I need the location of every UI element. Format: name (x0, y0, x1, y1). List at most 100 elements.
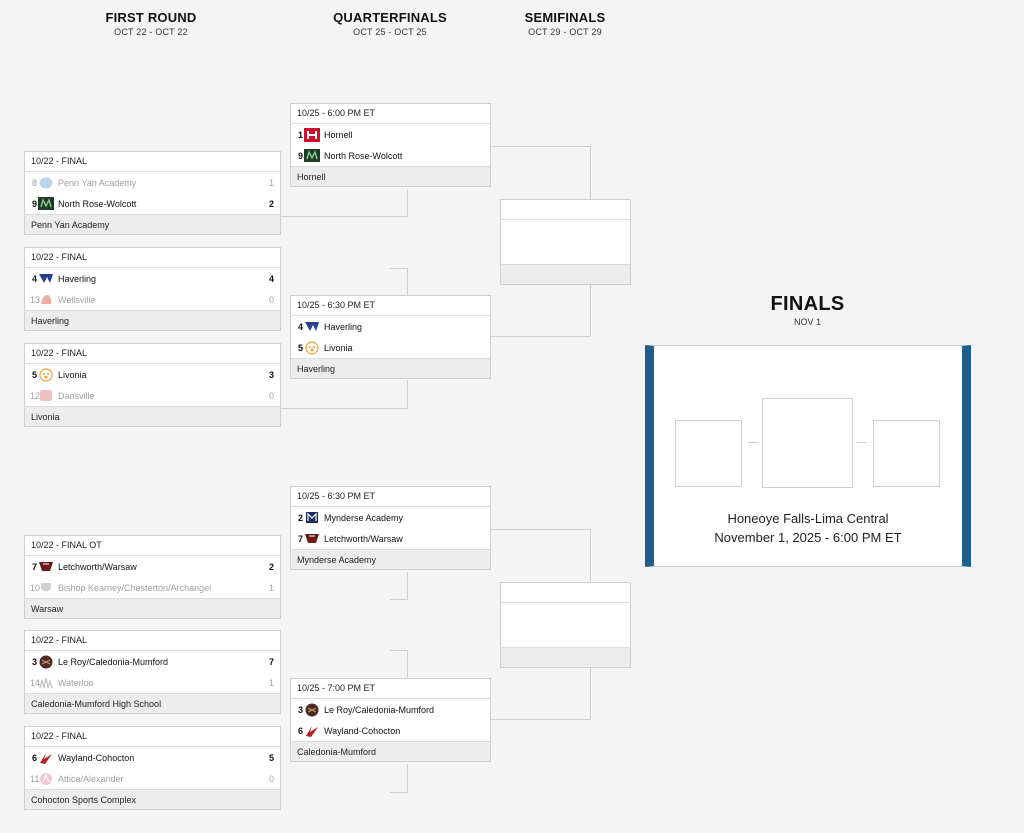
letchworth-warsaw-logo-icon (304, 532, 320, 546)
first-round-match-2[interactable]: 10/22 - FINAL 4 Haverling 4 13 Wellsvill… (24, 247, 281, 331)
team-row[interactable]: 5 Livonia 3 (25, 364, 280, 385)
first-round-match-6[interactable]: 10/22 - FINAL 6 Wayland-Cohocton 5 11 At… (24, 726, 281, 810)
team-name: Hornell (324, 129, 353, 140)
team-row[interactable]: 2 Mynderse Academy (291, 507, 490, 528)
team-row[interactable]: 3 Le Roy/Caledonia-Mumford (291, 699, 490, 720)
north-rose-wolcott-logo-icon (304, 149, 320, 163)
attica-alexander-logo-icon (38, 772, 54, 786)
team-row[interactable]: 11 Attica/Alexander 0 (25, 768, 280, 789)
team-name: Livonia (324, 342, 353, 353)
team-row[interactable]: 6 Wayland-Cohocton 5 (25, 747, 280, 768)
team-row[interactable]: 9 North Rose-Wolcott 2 (25, 193, 280, 214)
connector-line (281, 408, 408, 409)
quarterfinal-match-3[interactable]: 10/25 - 6:30 PM ET 2 Mynderse Academy 7 … (290, 486, 491, 570)
team-row[interactable]: 10 Bishop Kearney/Chesterton/Archangel 1 (25, 577, 280, 598)
team-row[interactable]: 3 Le Roy/Caledonia-Mumford 7 (25, 651, 280, 672)
team-row[interactable]: 12 Dansville 0 (25, 385, 280, 406)
team-row[interactable]: 4 Haverling (291, 316, 490, 337)
quarterfinal-match-2[interactable]: 10/25 - 6:30 PM ET 4 Haverling 5 Livonia… (290, 295, 491, 379)
seed: 9 (297, 150, 303, 161)
first-round-match-1[interactable]: 10/22 - FINAL 8 Penn Yan Academy 1 9 Nor… (24, 151, 281, 235)
letchworth-warsaw-logo-icon (38, 560, 54, 574)
team-score: 0 (268, 390, 274, 401)
finals-center-slot (762, 398, 853, 488)
seed: 3 (31, 656, 37, 667)
match-venue: Penn Yan Academy (25, 214, 280, 234)
round-name: FIRST ROUND (105, 10, 197, 25)
seed: 4 (297, 321, 303, 332)
seed: 9 (31, 198, 37, 209)
team-row[interactable]: 6 Wayland-Cohocton (291, 720, 490, 741)
match-venue: Cohocton Sports Complex (25, 789, 280, 809)
team-row[interactable]: 7 Letchworth/Warsaw 2 (25, 556, 280, 577)
team-score: 1 (268, 677, 274, 688)
team-score: 1 (268, 177, 274, 188)
team-row[interactable]: 13 Wellsville 0 (25, 289, 280, 310)
team-name: Haverling (324, 321, 363, 332)
semifinal-footer (501, 264, 630, 284)
north-rose-wolcott-logo-icon (38, 197, 54, 211)
semifinal-match-2[interactable] (500, 582, 631, 668)
first-round-match-4[interactable]: 10/22 - FINAL OT 7 Letchworth/Warsaw 2 1… (24, 535, 281, 619)
round-dates: OCT 25 - OCT 25 (353, 27, 427, 37)
team-row[interactable]: 1 Hornell (291, 124, 490, 145)
connector-line (390, 650, 408, 651)
semifinal-footer (501, 647, 630, 667)
seed: 4 (31, 273, 37, 284)
match-venue: Mynderse Academy (291, 549, 490, 569)
semifinal-body (501, 220, 630, 264)
first-round-match-3[interactable]: 10/22 - FINAL 5 Livonia 3 12 Dansville 0… (24, 343, 281, 427)
match-venue: Livonia (25, 406, 280, 426)
livonia-logo-icon (304, 340, 320, 355)
seed: 7 (297, 533, 303, 544)
seed: 3 (297, 704, 303, 715)
semifinal-match-1[interactable] (500, 199, 631, 285)
team-name: Letchworth/Warsaw (58, 561, 137, 572)
bishop-kearney-logo-icon (38, 581, 54, 595)
finals-team-slot-right (873, 420, 940, 487)
team-name: Bishop Kearney/Chesterton/Archangel (58, 582, 212, 593)
team-name: Letchworth/Warsaw (324, 533, 403, 544)
finals-dates: NOV 1 (793, 317, 821, 327)
wellsville-logo-icon (38, 293, 54, 307)
team-score: 0 (268, 294, 274, 305)
connector-line (281, 216, 408, 217)
quarterfinal-match-1[interactable]: 10/25 - 6:00 PM ET 1 Hornell 9 North Ros… (290, 103, 491, 187)
match-status: 10/22 - FINAL (25, 727, 280, 747)
team-score: 4 (268, 273, 274, 284)
finals-card[interactable]: Honeoye Falls-Lima Central November 1, 2… (645, 345, 971, 567)
finals-team-slot-left (675, 420, 742, 487)
wayland-cohocton-logo-icon (38, 751, 54, 765)
match-status: 10/22 - FINAL (25, 631, 280, 651)
match-time: 10/25 - 6:30 PM ET (291, 487, 490, 507)
seed: 12 (30, 390, 41, 401)
connector-line (390, 268, 408, 269)
team-row[interactable]: 4 Haverling 4 (25, 268, 280, 289)
finals-divider (748, 442, 758, 443)
livonia-logo-icon (38, 367, 54, 382)
mynderse-logo-icon (304, 511, 320, 525)
connector-line (390, 792, 408, 793)
first-round-match-5[interactable]: 10/22 - FINAL 3 Le Roy/Caledonia-Mumford… (24, 630, 281, 714)
team-score: 1 (268, 582, 274, 593)
quarterfinal-match-4[interactable]: 10/25 - 7:00 PM ET 3 Le Roy/Caledonia-Mu… (290, 678, 491, 762)
team-row[interactable]: 5 Livonia (291, 337, 490, 358)
match-time: 10/25 - 7:00 PM ET (291, 679, 490, 699)
team-row[interactable]: 14 Waterloo 1 (25, 672, 280, 693)
dansville-logo-icon (38, 389, 54, 403)
seed: 6 (31, 752, 37, 763)
team-row[interactable]: 7 Letchworth/Warsaw (291, 528, 490, 549)
semifinal-header (501, 583, 630, 603)
seed: 5 (297, 342, 303, 353)
connector-line (407, 268, 408, 295)
match-status: 10/22 - FINAL (25, 344, 280, 364)
team-name: Attica/Alexander (58, 773, 124, 784)
seed: 2 (297, 512, 303, 523)
team-name: Wellsville (58, 294, 96, 305)
team-row[interactable]: 8 Penn Yan Academy 1 (25, 172, 280, 193)
seed: 7 (31, 561, 37, 572)
connector-line (407, 764, 408, 792)
seed: 11 (30, 773, 40, 784)
waterloo-logo-icon (38, 676, 54, 690)
team-row[interactable]: 9 North Rose-Wolcott (291, 145, 490, 166)
